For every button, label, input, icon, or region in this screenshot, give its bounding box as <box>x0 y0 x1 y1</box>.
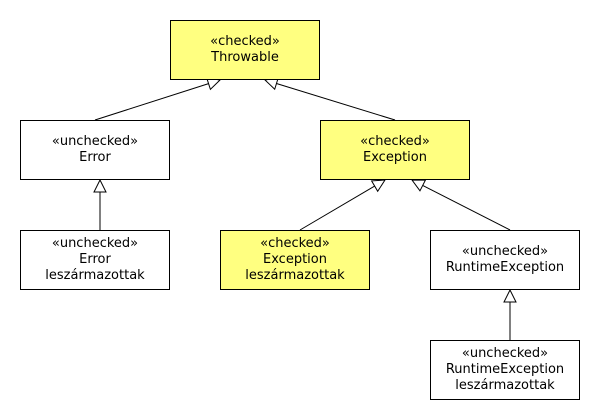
stereotype-label: «unchecked» <box>461 244 549 259</box>
hollow-triangle-arrowhead <box>370 179 386 193</box>
node-runtime-exception-subclasses: «unchecked» RuntimeException leszármazot… <box>430 340 580 400</box>
hollow-triangle-arrowhead <box>411 179 427 192</box>
class-name-suffix: leszármazottak <box>45 268 145 283</box>
hollow-triangle-arrowhead <box>93 178 107 193</box>
class-name: Error <box>79 150 111 165</box>
stereotype-label: «checked» <box>210 34 280 49</box>
node-runtime-exception: «unchecked» RuntimeException <box>430 230 580 290</box>
inheritance-arrow-runtime-to-exception <box>411 179 511 231</box>
class-name: Exception <box>263 252 327 267</box>
node-throwable: «checked» Throwable <box>170 20 320 80</box>
inheritance-arrow-exception_sub-to-exception <box>299 179 386 231</box>
node-exception: «checked» Exception <box>320 120 470 180</box>
inheritance-arrow-error_sub-to-error <box>93 178 107 230</box>
class-name: Throwable <box>211 50 279 65</box>
inheritance-arrow-runtime_sub-to-runtime <box>503 288 517 340</box>
node-exception-subclasses: «checked» Exception leszármazottak <box>220 230 370 290</box>
edge-line <box>276 83 396 121</box>
class-name: RuntimeException <box>445 260 565 275</box>
edge-line <box>94 83 209 121</box>
stereotype-label: «checked» <box>260 236 330 251</box>
node-error: «unchecked» Error <box>20 120 170 180</box>
edge-line <box>299 185 375 231</box>
edge-line <box>422 185 511 231</box>
class-name-suffix: leszármazottak <box>455 378 555 393</box>
stereotype-label: «unchecked» <box>461 346 549 361</box>
stereotype-label: «unchecked» <box>51 236 139 251</box>
stereotype-label: «checked» <box>360 134 430 149</box>
stereotype-label: «unchecked» <box>51 134 139 149</box>
class-name: Error <box>79 252 111 267</box>
inheritance-arrow-exception-to-throwable <box>263 77 396 121</box>
class-name-suffix: leszármazottak <box>245 268 345 283</box>
node-error-subclasses: «unchecked» Error leszármazottak <box>20 230 170 290</box>
class-name: RuntimeException <box>445 362 565 377</box>
class-name: Exception <box>363 150 427 165</box>
hollow-triangle-arrowhead <box>503 288 517 303</box>
inheritance-arrow-error-to-throwable <box>94 77 222 121</box>
